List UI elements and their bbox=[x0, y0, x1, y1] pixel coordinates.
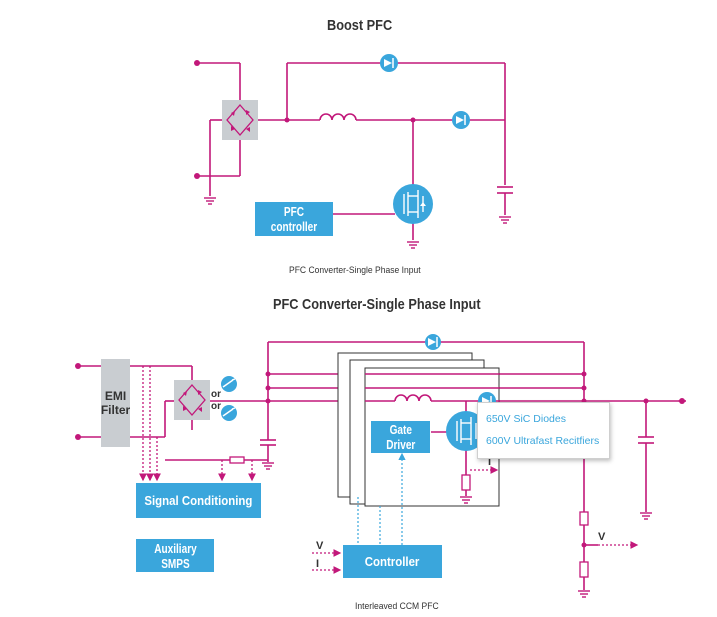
controller-signal-lines bbox=[357, 452, 406, 545]
tooltip-item-ultrafast-rectifiers[interactable]: 600V Ultrafast Recitfiers bbox=[486, 435, 600, 447]
gate-driver-block[interactable]: Gate Driver bbox=[371, 421, 430, 453]
resistor-icons bbox=[229, 456, 589, 578]
aux-smps-label-1: Auxiliary bbox=[153, 540, 197, 556]
pfc-controller-block[interactable]: PFC controller bbox=[255, 202, 333, 236]
or-label-1: or bbox=[211, 389, 221, 400]
ground-symbols-top bbox=[204, 197, 511, 249]
interleaved-title: PFC Converter-Single Phase Input bbox=[273, 296, 481, 313]
signal-conditioning-block[interactable]: Signal Conditioning bbox=[136, 483, 261, 518]
bridge-rectifier-icon bbox=[222, 100, 258, 140]
bottom-caption: Interleaved CCM PFC bbox=[355, 601, 439, 612]
diode-icon-top-1 bbox=[380, 54, 398, 72]
sense-signal-lines bbox=[139, 366, 639, 574]
v-input-label: V bbox=[316, 540, 324, 552]
mosfet-icon-top bbox=[393, 184, 433, 224]
bridge-rectifier-icon-bottom bbox=[174, 380, 210, 420]
emi-filter-label-2: Filter bbox=[100, 403, 131, 417]
pfc-controller-label-2: controller bbox=[270, 219, 318, 234]
zener-diode-icon-2 bbox=[221, 405, 237, 421]
tooltip-item-sic-diodes[interactable]: 650V SiC Diodes bbox=[486, 413, 566, 425]
zener-diode-icon-1 bbox=[221, 376, 237, 392]
i-input-label: I bbox=[316, 558, 320, 570]
or-label-2: or bbox=[211, 401, 221, 412]
i-sense-label: I bbox=[488, 456, 492, 468]
emi-filter-label-1: EMI bbox=[104, 389, 127, 403]
auxiliary-smps-block[interactable]: Auxiliary SMPS bbox=[136, 539, 214, 572]
v-output-label: V bbox=[598, 531, 606, 543]
gate-driver-label-2: Driver bbox=[385, 437, 416, 452]
gate-driver-label-1: Gate bbox=[389, 422, 412, 437]
controller-label: Controller bbox=[365, 554, 420, 569]
emi-filter-block[interactable]: EMI Filter bbox=[101, 359, 130, 447]
aux-smps-label-2: SMPS bbox=[160, 555, 190, 571]
boost-pfc-title: Boost PFC bbox=[327, 17, 393, 34]
diode-icon-top-2 bbox=[452, 111, 470, 129]
top-caption: PFC Converter-Single Phase Input bbox=[289, 265, 421, 276]
boost-pfc-circuit bbox=[197, 62, 513, 240]
mosfet-icon-bottom bbox=[446, 411, 486, 451]
controller-block[interactable]: Controller bbox=[343, 545, 442, 578]
pfc-controller-label-1: PFC bbox=[283, 204, 305, 219]
diode-options-tooltip: 650V SiC Diodes 600V Ultrafast Recitfier… bbox=[477, 402, 610, 459]
ground-symbols-bottom bbox=[262, 462, 652, 598]
signal-conditioning-label: Signal Conditioning bbox=[144, 493, 253, 508]
diode-icon-rail bbox=[425, 334, 441, 350]
boost-junction-dots bbox=[194, 60, 416, 179]
interleaved-junction-dots bbox=[75, 363, 685, 548]
